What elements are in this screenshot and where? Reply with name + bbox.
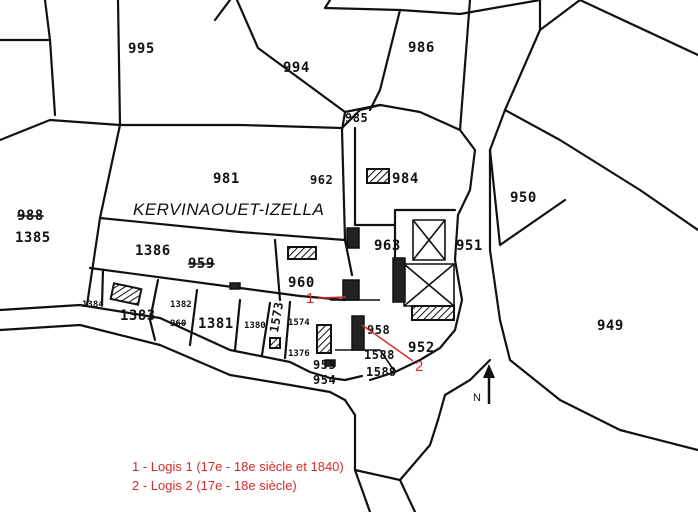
legend: 1 - Logis 1 (17e - 18e siècle et 1840) 2… <box>132 457 344 495</box>
parcel-959: 959 <box>188 256 215 272</box>
parcel-960: 960 <box>288 275 315 291</box>
parcel-963: 963 <box>374 238 401 254</box>
parcel-1588: 1588 <box>364 348 395 362</box>
marker-2-leader <box>361 324 414 362</box>
parcel-1383: 1383 <box>120 308 156 324</box>
parcel-952: 952 <box>408 340 435 356</box>
marker-1: 1 <box>306 290 314 307</box>
parcel-1384: 1384 <box>82 300 104 310</box>
parcel-949: 949 <box>597 318 624 334</box>
building-952 <box>411 305 455 321</box>
parcel-988: 988 <box>17 208 44 224</box>
parcel-950: 950 <box>510 190 537 206</box>
parcel-960-small: 960 <box>170 319 186 329</box>
parcel-955: 955 <box>313 358 336 372</box>
building-1383 <box>109 282 143 306</box>
building-984 <box>366 168 390 184</box>
building-963-west <box>346 227 360 249</box>
parcel-954: 954 <box>313 373 336 387</box>
parcel-995: 995 <box>128 41 155 57</box>
building-955 <box>324 359 336 367</box>
north-arrow: N <box>473 364 495 404</box>
parcel-962: 962 <box>310 173 333 187</box>
north-label: N <box>473 392 481 404</box>
parcel-1573: 1573 <box>267 301 286 334</box>
parcel-1381: 1381 <box>198 316 234 332</box>
parcel-1574: 1574 <box>288 318 310 328</box>
building-logis-1-north <box>392 257 406 303</box>
building-960 <box>287 246 317 260</box>
logis-1-building <box>342 279 360 301</box>
marker-2: 2 <box>415 358 423 375</box>
logis-2-building <box>351 315 365 351</box>
parcel-1380: 1380 <box>244 321 266 331</box>
marker-1-leader <box>317 296 347 299</box>
building-1573 <box>269 337 281 349</box>
building-963-east <box>412 219 446 261</box>
legend-item-2: 2 - Logis 2 (17e - 18e siècle) <box>132 478 297 493</box>
parcel-994: 994 <box>283 60 310 76</box>
place-name: KERVINAOUET-IZELLA <box>133 200 324 219</box>
parcel-1386: 1386 <box>135 243 171 259</box>
buildings <box>109 168 455 367</box>
north-arrow-head <box>483 364 495 378</box>
parcel-951: 951 <box>456 238 483 254</box>
parcel-981: 981 <box>213 171 240 187</box>
building-small-959 <box>229 282 241 290</box>
parcel-1376: 1376 <box>288 349 310 359</box>
legend-item-1: 1 - Logis 1 (17e - 18e siècle et 1840) <box>132 459 344 474</box>
parcel-985: 985 <box>345 111 368 125</box>
parcel-numbers: 995 994 986 985 981 962 984 988 1385 950… <box>15 40 624 387</box>
parcel-1382: 1382 <box>170 300 192 310</box>
parcel-1385: 1385 <box>15 230 51 246</box>
building-1574 <box>316 324 332 354</box>
parcel-1589: 1589 <box>366 365 397 379</box>
parcel-984: 984 <box>392 171 419 187</box>
parcel-958: 958 <box>367 323 390 337</box>
annotation-markers: 1 2 <box>306 290 423 375</box>
parcel-986: 986 <box>408 40 435 56</box>
